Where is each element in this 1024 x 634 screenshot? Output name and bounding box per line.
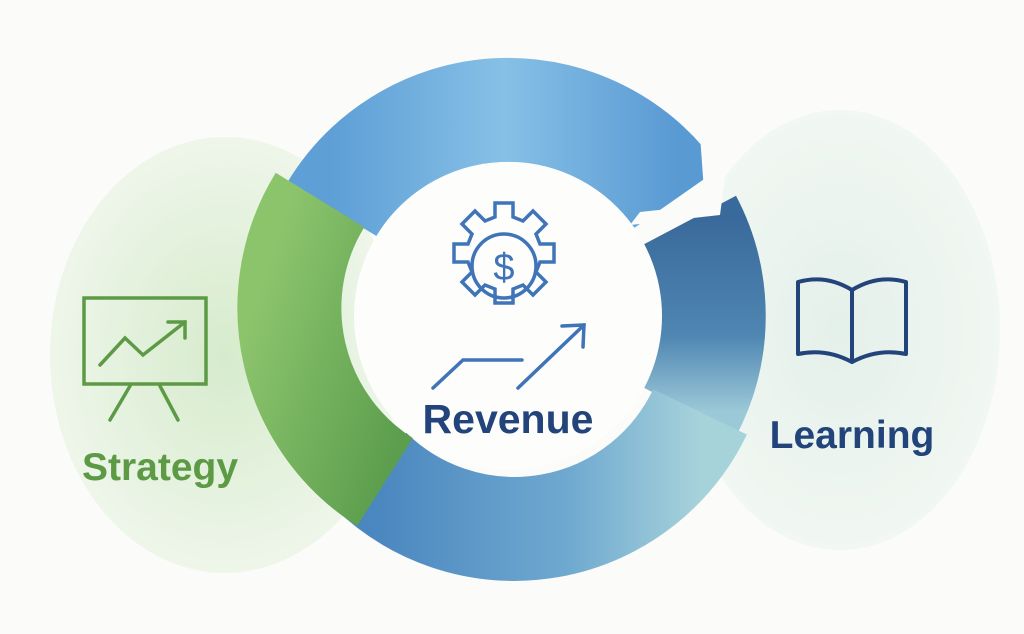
ring-gap bbox=[630, 135, 730, 225]
ring-segment-bottom bbox=[333, 388, 747, 581]
learning-label: Learning bbox=[769, 414, 935, 457]
ring-segment-left bbox=[237, 172, 414, 526]
revenue-label: Revenue bbox=[422, 396, 594, 442]
svg-text:$: $ bbox=[493, 247, 514, 289]
ring-segment-right bbox=[643, 195, 766, 437]
growth-arrow-icon bbox=[431, 323, 586, 390]
gear-dollar-icon: $ bbox=[452, 201, 556, 305]
open-book-icon bbox=[796, 277, 908, 364]
cycle-ring bbox=[237, 57, 766, 581]
presentation-chart-icon bbox=[82, 296, 208, 422]
strategy-label: Strategy bbox=[81, 446, 239, 489]
learning-blob bbox=[680, 110, 1000, 550]
ring-segment-top bbox=[287, 57, 720, 237]
